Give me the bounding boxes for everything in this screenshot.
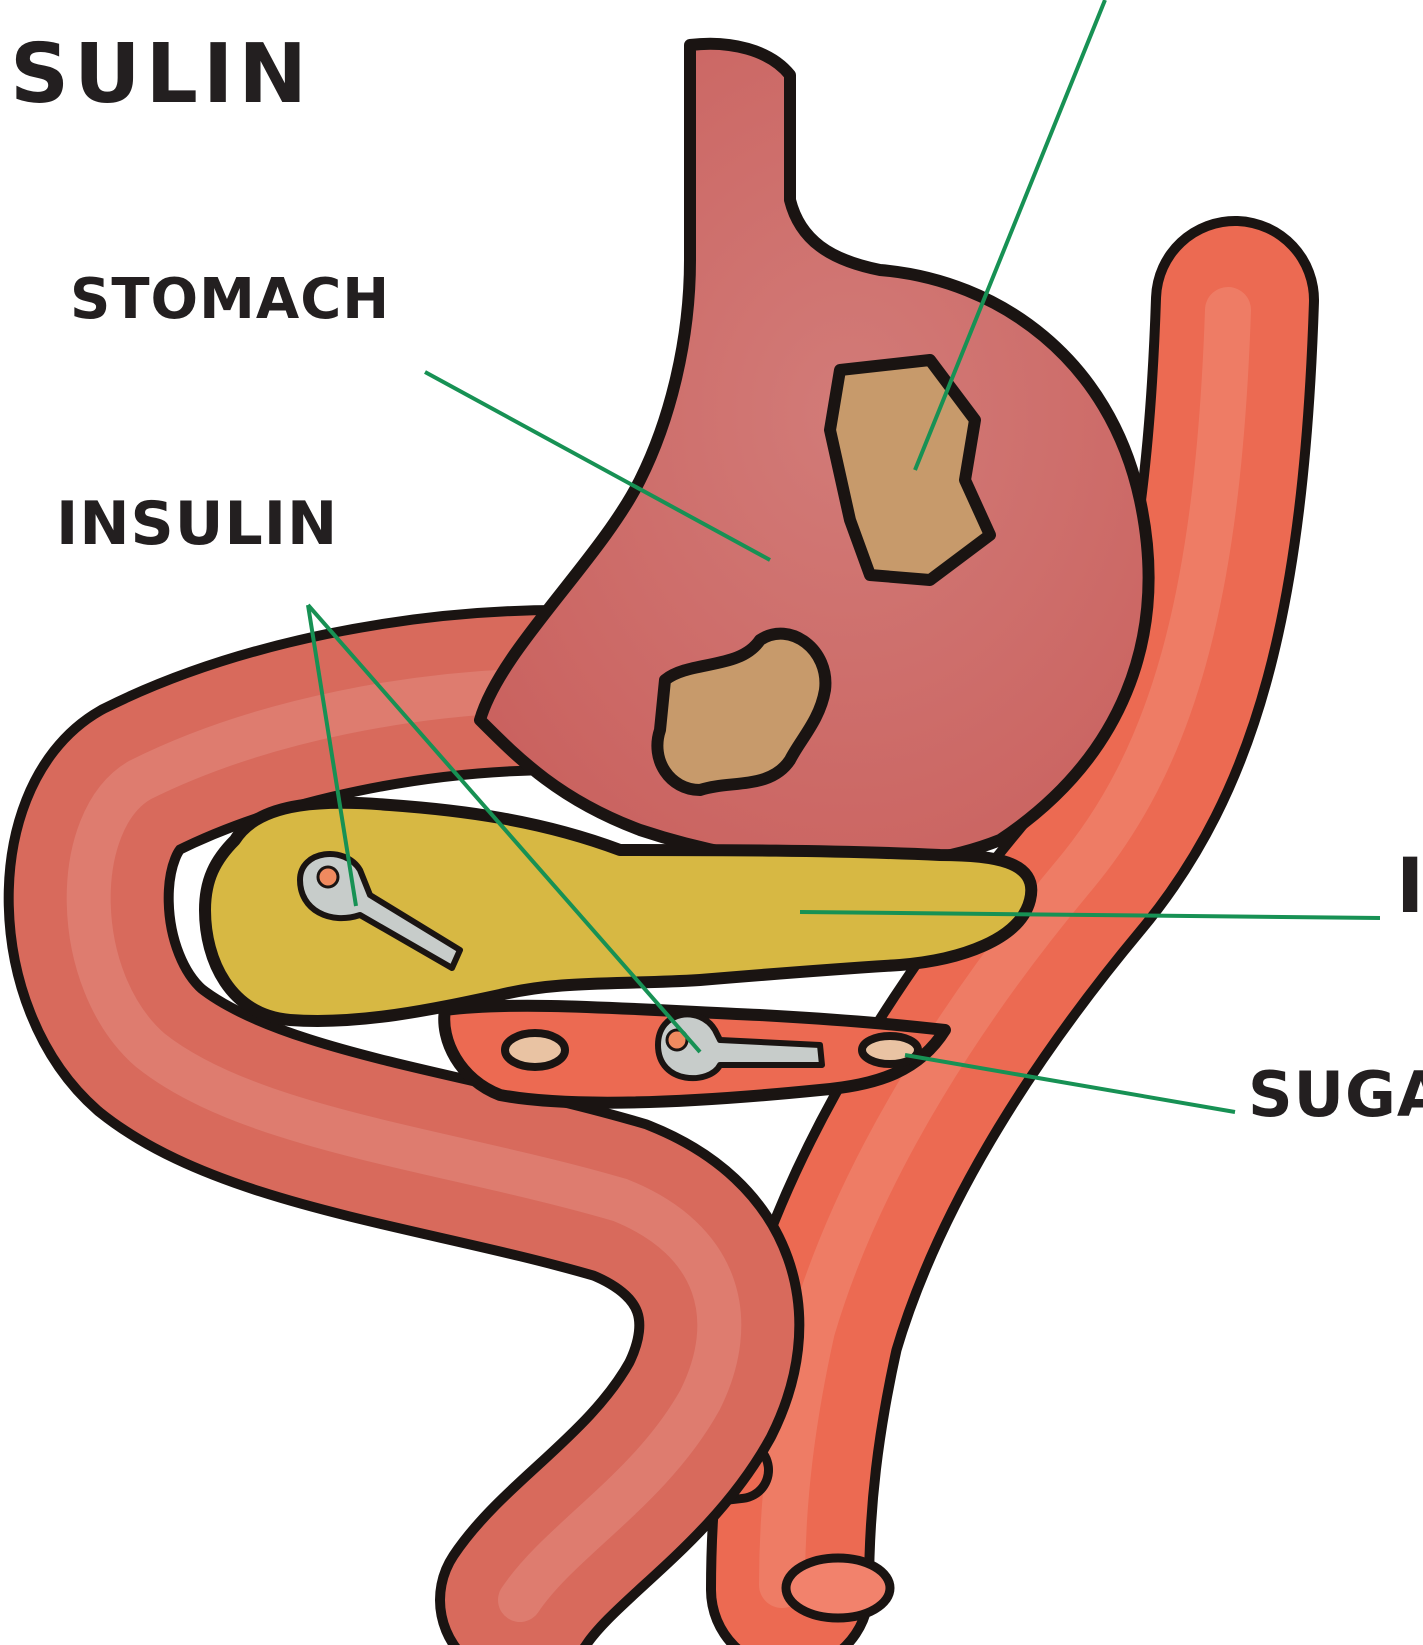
diagram-title: SULIN bbox=[10, 34, 312, 116]
sugar-label: SUGA bbox=[1248, 1064, 1423, 1126]
stomach-label: STOMACH bbox=[70, 272, 390, 328]
insulin-label: INSULIN bbox=[56, 494, 338, 554]
pancreas-label: I bbox=[1396, 848, 1423, 924]
